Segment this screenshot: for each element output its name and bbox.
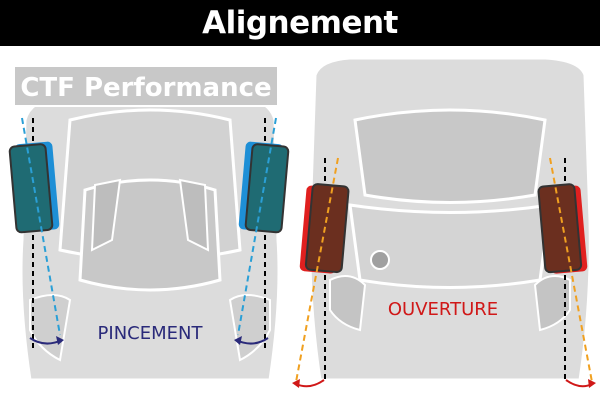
left-car-tire-left [8,141,60,234]
car-left-headlight-left [29,294,72,362]
alignment-diagram: CTF Performance PINCEMENT [8,56,596,388]
car-right-windshield [353,108,547,204]
right-car-tire-left [299,183,350,274]
toe-out-label: OUVERTURE [388,299,498,320]
car-left-spoiler [13,65,279,107]
car-right-headlight-left [329,275,367,332]
toe-in-label: PINCEMENT [98,323,204,344]
car-left-vent-right [178,178,210,252]
title-bar: Alignement [0,0,600,46]
toe-out-line-left [295,157,339,383]
car-right-hood [348,203,552,289]
brand-logo: CTF Performance [20,73,271,103]
left-car-tire-right [238,141,290,234]
car-right-emblem [370,250,390,270]
toe-in-arrowhead-left [56,336,64,345]
page-title: Alignement [202,5,398,41]
right-car-tire-right [537,183,588,274]
car-left: CTF Performance PINCEMENT [8,65,290,382]
car-right: OUVERTURE [292,56,596,388]
toe-out-arrowhead-right [588,379,596,388]
toe-in-line-left [21,117,61,336]
toe-out-arrowhead-left [292,379,300,388]
car-left-vent-left [90,178,122,252]
toe-in-arrowhead-right [234,336,242,345]
toe-out-line-right [549,157,593,383]
toe-in-line-right [237,117,277,336]
